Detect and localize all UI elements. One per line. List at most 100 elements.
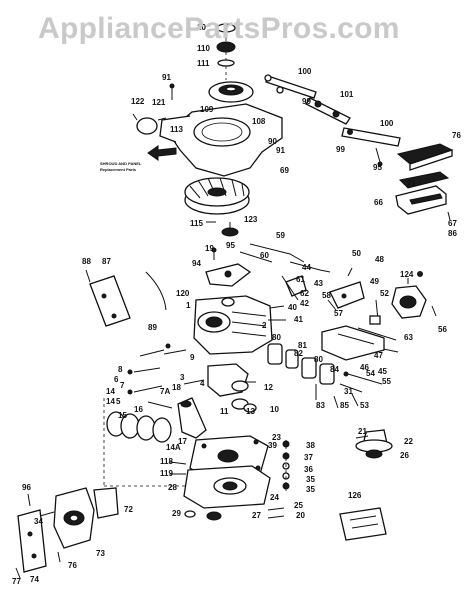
part-label-15: 15	[118, 411, 127, 420]
part-label-35: 35	[306, 485, 315, 494]
link-52	[369, 299, 381, 325]
valve-cover-80	[267, 343, 299, 369]
cam-12	[231, 380, 249, 392]
part-label-86: 86	[448, 229, 457, 238]
screw-76-77	[15, 551, 61, 579]
part-label-25: 25	[294, 501, 303, 510]
part-label-27: 27	[252, 511, 261, 520]
part-label-46: 46	[360, 363, 369, 372]
part-label-23: 23	[272, 433, 281, 442]
part-label-59: 59	[276, 231, 285, 240]
part-label-83: 83	[316, 401, 325, 410]
part-label-80: 80	[272, 333, 281, 342]
part-label-49: 49	[370, 277, 379, 286]
screw-88	[85, 269, 91, 283]
part-label-28: 28	[168, 483, 177, 492]
left-screws	[127, 343, 187, 395]
part-label-29: 29	[172, 509, 181, 518]
part-label-47: 47	[374, 351, 383, 360]
part-label-94: 94	[192, 259, 201, 268]
carb-block-49	[329, 267, 365, 309]
part-label-84: 84	[330, 365, 339, 374]
small-screw-91-top	[169, 83, 175, 100]
part-label-55: 55	[382, 377, 391, 386]
part-label-126: 126	[348, 491, 362, 500]
oil-filler	[355, 429, 393, 459]
part-label-50: 50	[352, 249, 361, 258]
part-label-40: 40	[288, 303, 297, 312]
part-label-101: 101	[340, 90, 354, 99]
site-watermark: AppliancePartsPros.com	[38, 12, 400, 45]
part-label-13: 13	[246, 407, 255, 416]
part-label-88: 88	[82, 257, 91, 266]
crankshaft	[183, 363, 256, 397]
part-label-82: 82	[294, 349, 303, 358]
washer-stack-35-38	[282, 440, 290, 492]
part-label-90: 90	[268, 137, 277, 146]
part-label-53: 53	[360, 401, 369, 410]
piston-pin-16	[147, 401, 173, 409]
screws-20-25	[267, 507, 285, 519]
gear-13	[231, 398, 257, 413]
part-label-99: 99	[336, 145, 345, 154]
part-label-73: 73	[96, 549, 105, 558]
top-washer-stack	[216, 23, 236, 80]
muffler-47	[321, 325, 385, 361]
mount-plate-74	[17, 509, 47, 573]
part-label-58: 58	[322, 291, 331, 300]
part-label-16: 16	[134, 405, 143, 414]
piston-rings	[106, 411, 172, 443]
part-label-35: 35	[306, 475, 315, 484]
part-label-41: 41	[294, 315, 303, 324]
part-label-100: 100	[380, 119, 394, 128]
part-label-20: 20	[296, 511, 305, 520]
part-label-60: 60	[260, 251, 269, 260]
part-label-10: 10	[270, 405, 279, 414]
part-label-96: 96	[22, 483, 31, 492]
part-label-123: 123	[244, 215, 258, 224]
seal-29	[184, 510, 196, 518]
part-label-1: 1	[186, 301, 191, 310]
part-label-67: 67	[448, 219, 457, 228]
part-label-56: 56	[438, 325, 447, 334]
part-label-119: 119	[160, 469, 173, 478]
drain-plug-27	[206, 511, 222, 521]
part-label-54: 54	[366, 369, 375, 378]
fuel-tube-mid	[305, 97, 351, 125]
part-label-14: 14	[106, 397, 115, 406]
part-label-39: 39	[268, 441, 277, 450]
part-label-18: 18	[172, 383, 181, 392]
part-label-72: 72	[124, 505, 133, 514]
blower-housing	[159, 103, 283, 177]
screw-34	[39, 511, 55, 517]
cylinder-block	[193, 295, 273, 355]
rod-45-46	[343, 371, 383, 385]
part-label-48: 48	[375, 255, 384, 264]
pump-body-73	[53, 487, 95, 549]
part-label-120: 120	[176, 289, 190, 298]
part-label-7A: 7A	[160, 387, 170, 396]
bolt-57	[327, 299, 337, 311]
gasket-set-126	[339, 507, 387, 541]
part-label-71: 71	[407, 179, 416, 188]
part-label-52: 52	[380, 289, 389, 298]
part-label-61: 61	[296, 275, 305, 284]
part-label-99: 99	[302, 97, 311, 106]
screws-40-41	[268, 305, 286, 321]
part-label-100: 100	[298, 67, 312, 76]
part-label-42: 42	[300, 299, 309, 308]
part-label-8: 8	[118, 365, 123, 374]
part-label-69: 69	[280, 166, 289, 175]
screw-96	[27, 493, 31, 507]
part-label-37: 37	[304, 453, 313, 462]
mount-bracket-87	[89, 275, 131, 327]
screw-21	[355, 435, 369, 439]
bracket-66	[395, 185, 447, 215]
pin-85	[333, 395, 339, 409]
part-label-10: 10	[197, 23, 206, 32]
part-label-43: 43	[314, 279, 323, 288]
fuel-tube-lower	[341, 127, 401, 147]
part-label-115: 115	[190, 219, 203, 228]
part-label-45: 45	[378, 367, 387, 376]
